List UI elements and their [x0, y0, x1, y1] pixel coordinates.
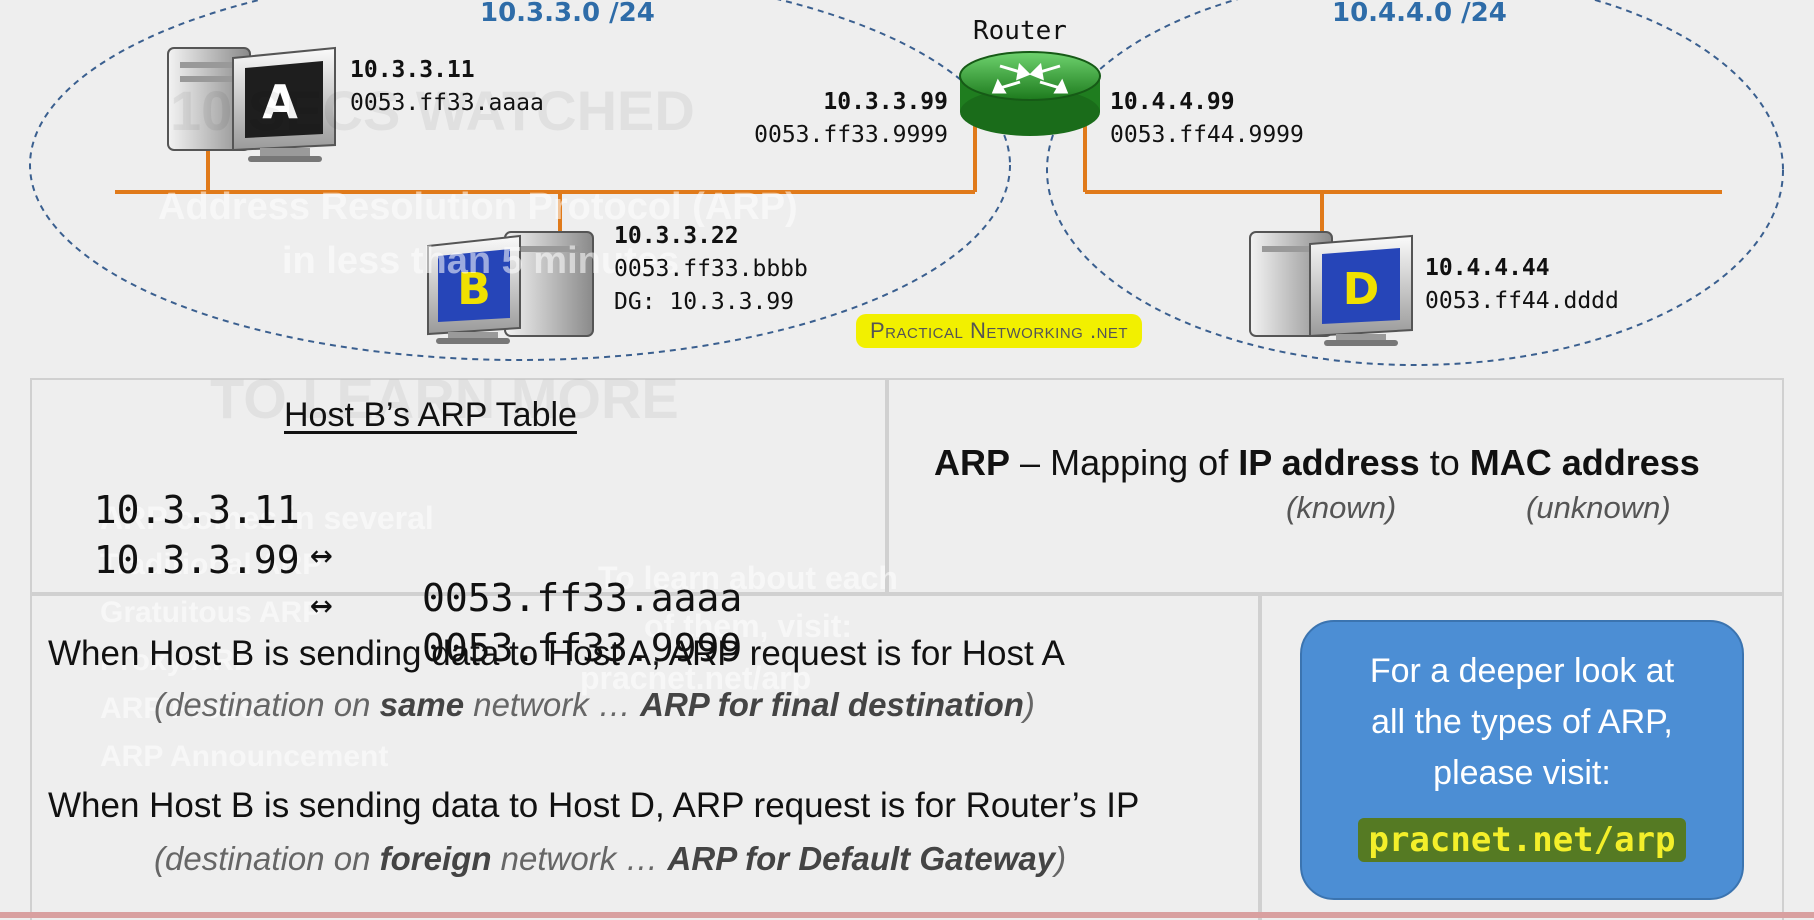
host-d-computer-icon: D — [1249, 231, 1413, 346]
host-b-default-gateway: DG: 10.3.3.99 — [614, 289, 795, 315]
router-left-interface-address: 10.3.3.99 0053.ff33.9999 — [728, 86, 948, 152]
subnet-right-boundary — [1046, 0, 1784, 366]
host-a-ip: 10.3.3.11 — [350, 57, 475, 83]
host-b-address: 10.3.3.22 0053.ff33.bbbb DG: 10.3.3.99 — [614, 220, 808, 319]
ghost-types-header: ARP comes in several — [100, 500, 434, 536]
arp-row-mac: 0053.ff33.aaaa — [422, 576, 743, 620]
detail-mid: network … — [491, 840, 668, 877]
ghost-type-1: Traditional ARP — [100, 548, 323, 581]
explanation-foreign-network: When Host B is sending data to Host D, A… — [48, 786, 1140, 825]
subnet-right-label: 10.4.4.0 /24 — [1332, 0, 1507, 28]
arp-definition: ARP – Mapping of IP address to MAC addre… — [934, 442, 1700, 484]
router-right-interface-address: 10.4.4.99 0053.ff44.9999 — [1110, 86, 1304, 152]
host-d-ip: 10.4.4.44 — [1425, 255, 1550, 281]
detail-keyword: same — [379, 686, 465, 723]
arp-row-ip: 10.3.3.11 — [93, 488, 300, 532]
host-b-letter: B — [457, 264, 491, 315]
ghost-type-4: ARP Probe — [100, 692, 257, 725]
host-a-address: 10.3.3.11 0053.ff33.aaaa — [350, 54, 544, 120]
host-a-computer-icon: A — [167, 46, 336, 162]
def-known-label: (known) — [1286, 490, 1397, 525]
router-right-mac: 0053.ff44.9999 — [1110, 122, 1304, 148]
host-b-ip: 10.3.3.22 — [614, 223, 739, 249]
subnet-left-label: 10.3.3.0 /24 — [480, 0, 655, 28]
explanation-same-network: When Host B is sending data to Host A, A… — [48, 634, 1065, 673]
detail-close: ) — [1023, 686, 1035, 723]
network-diagram: A B D — [29, 0, 1784, 366]
host-b-computer-icon: B — [427, 231, 594, 344]
explanation-foreign-network-detail: (destination on foreign network … ARP fo… — [154, 840, 1066, 878]
callout-line3: please visit: — [1433, 754, 1611, 792]
callout-line2: all the types of ARP, — [1371, 703, 1673, 741]
lan-right-link — [1083, 118, 1722, 232]
ghost-type-3: Proxy ARP — [100, 644, 254, 677]
detail-close: ) — [1055, 840, 1067, 877]
detail-open: (destination on — [154, 840, 380, 877]
ghost-learn-each-url: pracnet.net/arp — [580, 660, 812, 696]
lan-left-link — [115, 118, 977, 232]
callout-panel — [1258, 592, 1784, 920]
def-ip-address: IP address — [1238, 442, 1420, 483]
detail-keyword: foreign — [379, 840, 492, 877]
arp-row-mac: 0053.ff33.9999 — [422, 626, 743, 670]
ghost-arp-title-line2: in less than 5 minutes — [282, 240, 679, 282]
arp-table-panel — [30, 378, 889, 596]
ghost-learn-each-2: of them, visit: — [644, 608, 853, 644]
ghost-learn-more: TO LEARN MORE — [210, 367, 679, 430]
pracnet-arp-link[interactable]: pracnet.net/arp — [1358, 818, 1686, 862]
router-right-ip: 10.4.4.99 — [1110, 89, 1235, 115]
def-unknown-label: (unknown) — [1526, 490, 1671, 525]
arp-table-row: 10.3.3.99 ↔ 0053.ff33.9999 — [48, 494, 743, 670]
explanation-same-network-detail: (destination on same network … ARP for f… — [154, 686, 1035, 724]
subnet-left-boundary — [29, 0, 1011, 361]
detail-rule: ARP for Default Gateway — [667, 840, 1056, 877]
ghost-arp-title-line1: Address Resolution Protocol (ARP) — [158, 186, 798, 228]
router-left-ip: 10.3.3.99 — [823, 89, 948, 115]
explanation-panel — [30, 592, 1262, 920]
def-mapping-of: Mapping of — [1050, 442, 1229, 483]
ghost-learn-each-1: To learn about each — [598, 560, 898, 596]
host-d-letter: D — [1343, 264, 1380, 315]
def-dash: – — [1020, 442, 1041, 483]
deeper-look-callout: For a deeper look at all the types of AR… — [1300, 620, 1744, 900]
def-mac-address: MAC address — [1469, 442, 1700, 483]
host-d-mac: 0053.ff44.dddd — [1425, 288, 1619, 314]
arp-table-title: Host B’s ARP Table — [284, 396, 577, 434]
arp-row-ip: 10.3.3.99 — [93, 538, 300, 582]
arp-row-arrow: ↔ — [310, 582, 333, 626]
arp-table-row: 10.3.3.11 ↔ 0053.ff33.aaaa — [48, 444, 743, 620]
ghost-type-2: Gratuitous ARP — [100, 596, 323, 629]
callout-line1: For a deeper look at — [1369, 652, 1675, 690]
router-label: Router — [973, 16, 1067, 46]
def-term: ARP — [934, 442, 1011, 483]
ghost-watched-banner: 10 SECS WATCHED — [170, 79, 695, 142]
host-b-mac: 0053.ff33.bbbb — [614, 256, 808, 282]
bottom-edge-strip — [0, 912, 1814, 918]
detail-open: (destination on — [154, 686, 380, 723]
host-a-letter: A — [262, 75, 298, 129]
detail-rule: ARP for final destination — [640, 686, 1024, 723]
def-to: to — [1429, 442, 1460, 483]
arp-row-arrow: ↔ — [310, 532, 333, 576]
host-d-address: 10.4.4.44 0053.ff44.dddd — [1425, 252, 1619, 318]
practical-networking-watermark: Practical Networking .net — [856, 314, 1143, 348]
host-a-mac: 0053.ff33.aaaa — [350, 90, 544, 116]
router-icon — [959, 51, 1101, 136]
detail-mid: network … — [464, 686, 641, 723]
router-left-mac: 0053.ff33.9999 — [754, 122, 948, 148]
ghost-type-5: ARP Announcement — [100, 740, 389, 773]
definition-panel — [885, 378, 1784, 596]
